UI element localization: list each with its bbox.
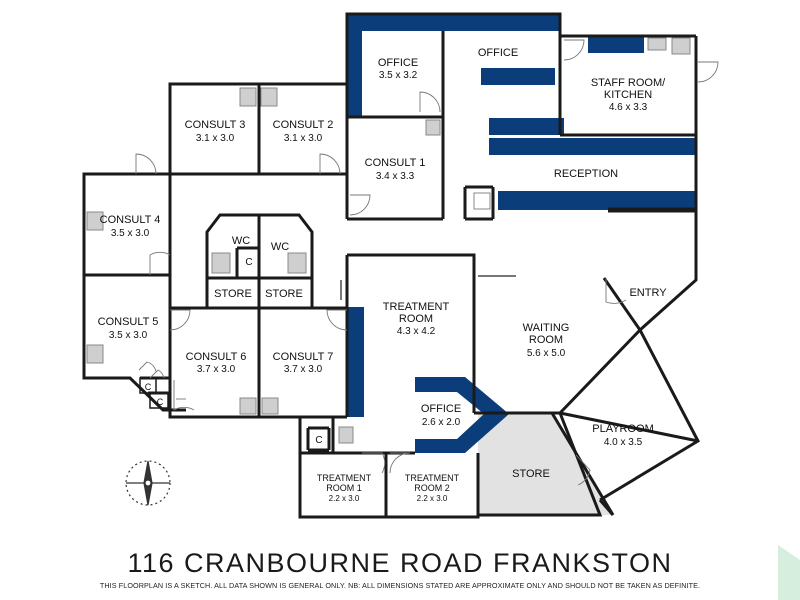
- treatment1-dims: 2.2 x 3.0: [329, 494, 360, 503]
- consult3-dims: 3.1 x 3.0: [196, 133, 235, 144]
- consult6-name: CONSULT 6: [186, 351, 247, 363]
- treatment-name-2: ROOM: [399, 313, 433, 325]
- consult2-dims: 3.1 x 3.0: [284, 133, 323, 144]
- cupboard-consult5b-label: C: [157, 397, 164, 407]
- store-left-name: STORE: [214, 288, 252, 300]
- playroom-dims: 4.0 x 3.5: [604, 437, 643, 448]
- consult4-name: CONSULT 4: [100, 214, 161, 226]
- staff-dims: 4.6 x 3.3: [609, 102, 648, 113]
- office-top-name: OFFICE: [378, 57, 418, 69]
- accent-walls: [347, 14, 696, 453]
- fixtures: [86, 37, 691, 444]
- page-title: 116 CRANBOURNE ROAD FRANKSTON: [127, 548, 673, 578]
- cupboard-wc-label: C: [245, 257, 252, 268]
- cupboard-treat-label: C: [315, 435, 322, 446]
- treatment1-name-1: TREATMENT: [317, 473, 372, 483]
- consult5-name: CONSULT 5: [98, 316, 159, 328]
- store-main-fill: [478, 413, 613, 515]
- store-right-name: STORE: [265, 288, 303, 300]
- wc-right-name: WC: [271, 241, 289, 253]
- playroom-name: PLAYROOM: [592, 423, 654, 435]
- compass-icon: [125, 460, 171, 506]
- door-swings: [135, 39, 719, 486]
- waiting-name-2: ROOM: [529, 334, 563, 346]
- cupboard-consult5a-label: C: [145, 382, 152, 392]
- office-mid-name: OFFICE: [421, 403, 461, 415]
- consult6-dims: 3.7 x 3.0: [197, 364, 236, 375]
- walls: [82, 12, 700, 519]
- cupboards-consult5: [139, 377, 169, 409]
- treatment-dims: 4.3 x 4.2: [397, 326, 436, 337]
- waiting-dims: 5.6 x 5.0: [527, 348, 566, 359]
- staff-name-1: STAFF ROOM/: [591, 77, 666, 89]
- consult3-name: CONSULT 3: [185, 119, 246, 131]
- consult1-dims: 3.4 x 3.3: [376, 171, 415, 182]
- consult4-dims: 3.5 x 3.0: [111, 228, 150, 239]
- treatment-name-1: TREATMENT: [383, 301, 450, 313]
- treatment1-name-2: ROOM 1: [326, 483, 362, 493]
- store-main-name: STORE: [512, 468, 550, 480]
- room-labels: OFFICE 3.5 x 3.2 OFFICE STAFF ROOM/ KITC…: [98, 47, 668, 503]
- watermark-logo-icon: [778, 545, 800, 600]
- consult5-dims: 3.5 x 3.0: [109, 330, 148, 341]
- treatment2-name-1: TREATMENT: [405, 473, 460, 483]
- office-top-dims: 3.5 x 3.2: [379, 70, 418, 81]
- office-open-name: OFFICE: [478, 47, 518, 59]
- consult7-name: CONSULT 7: [273, 351, 334, 363]
- staff-name-2: KITCHEN: [604, 89, 652, 101]
- treatment2-dims: 2.2 x 3.0: [417, 494, 448, 503]
- consult7-dims: 3.7 x 3.0: [284, 364, 323, 375]
- office-mid-dims: 2.6 x 2.0: [422, 417, 461, 428]
- waiting-name-1: WAITING: [523, 322, 570, 334]
- disclaimer-text: THIS FLOORPLAN IS A SKETCH. ALL DATA SHO…: [99, 581, 701, 590]
- consult1-name: CONSULT 1: [365, 157, 426, 169]
- entry-name: ENTRY: [629, 287, 667, 299]
- wc-left-name: WC: [232, 235, 250, 247]
- treatment2-name-2: ROOM 2: [414, 483, 450, 493]
- consult2-name: CONSULT 2: [273, 119, 334, 131]
- reception-name: RECEPTION: [554, 168, 618, 180]
